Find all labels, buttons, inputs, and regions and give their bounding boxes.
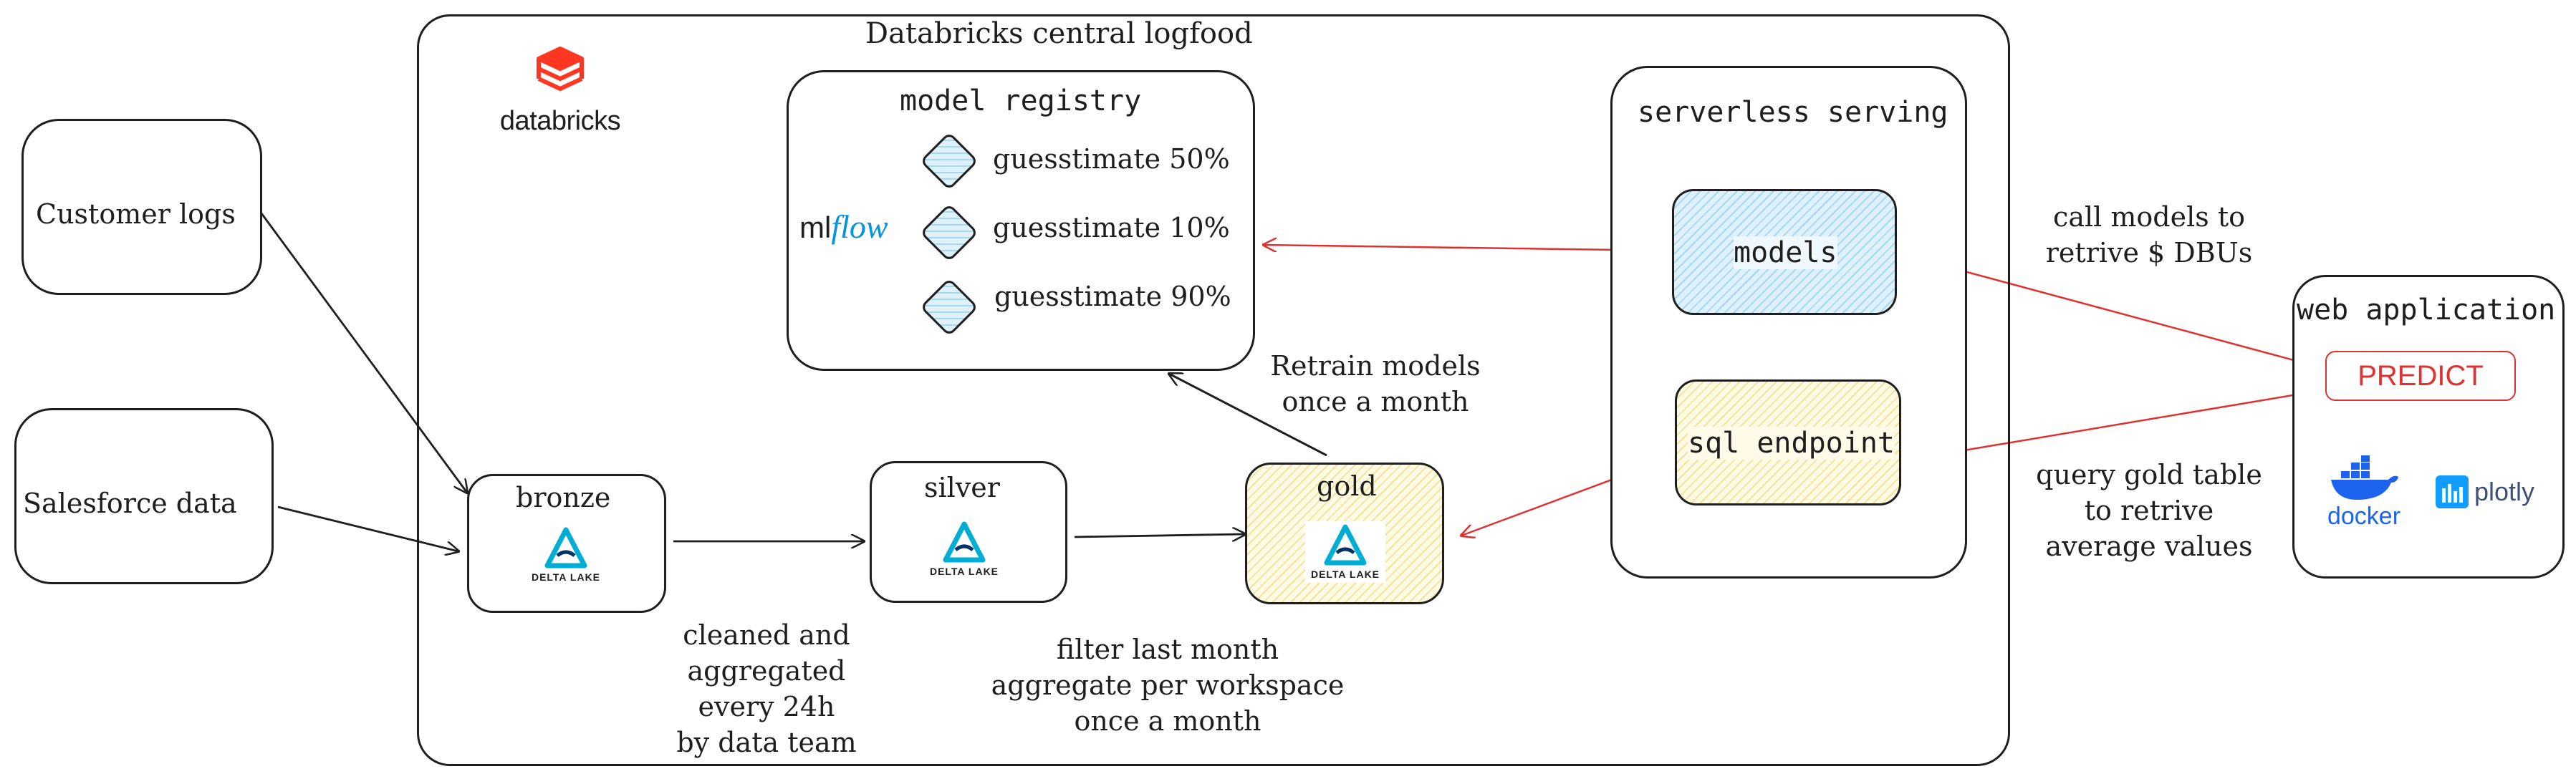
model-diamond-icon bbox=[919, 277, 979, 337]
bronze-delta-text: DELTA LAKE bbox=[531, 571, 601, 583]
docker-logo: docker bbox=[2321, 455, 2407, 531]
note-cleaned-line: by data team bbox=[676, 727, 857, 759]
registry-model-2: guesstimate 10% bbox=[918, 202, 1262, 263]
registry-model-3: guesstimate 90% bbox=[918, 276, 1262, 337]
note-call-line: call models to bbox=[2053, 201, 2245, 233]
databricks-logo: databricks bbox=[481, 46, 639, 139]
model-diamond-icon bbox=[919, 131, 979, 191]
note-cleaned-line: every 24h bbox=[698, 691, 835, 723]
delta-lake-icon bbox=[943, 521, 986, 563]
customer-logs-node bbox=[21, 119, 262, 295]
silver-delta-logo: DELTA LAKE bbox=[924, 521, 1004, 577]
delta-lake-icon bbox=[1324, 524, 1367, 566]
mlflow-logo: mlflow bbox=[799, 208, 888, 246]
arrow-salesforce-to-bronze bbox=[277, 505, 458, 551]
databricks-mark-icon bbox=[537, 47, 584, 91]
databricks-frame bbox=[417, 14, 2010, 766]
plotly-logo: plotly bbox=[2436, 475, 2534, 508]
arrow-gold-to-registry bbox=[1169, 374, 1327, 457]
note-filter: filter last month aggregate per workspac… bbox=[974, 632, 1361, 739]
docker-wordmark: docker bbox=[2327, 503, 2401, 530]
note-query-line: query gold table bbox=[2036, 459, 2262, 490]
bronze-node bbox=[467, 474, 666, 613]
arrow-silver-to-gold bbox=[1074, 534, 1245, 537]
gold-label: gold bbox=[1317, 470, 1377, 502]
arrow-predict-to-sql bbox=[1926, 388, 2327, 457]
note-filter-line: filter last month bbox=[1056, 634, 1279, 665]
silver-label: silver bbox=[924, 472, 1000, 503]
note-retrain-line: Retrain models bbox=[1270, 350, 1481, 382]
serving-sql-label: sql endpoint bbox=[1688, 427, 1895, 460]
frame-title: Databricks central logfood bbox=[865, 17, 1253, 50]
delta-lake-icon bbox=[544, 527, 587, 568]
plotly-wordmark: plotly bbox=[2474, 477, 2535, 506]
web-application-node bbox=[2292, 275, 2565, 579]
salesforce-node bbox=[14, 408, 274, 584]
note-query-line: average values bbox=[2045, 531, 2253, 563]
note-call-line: retrive $ DBUs bbox=[2045, 237, 2253, 269]
mlflow-flow: flow bbox=[831, 208, 888, 245]
gold-delta-logo: DELTA LAKE bbox=[1305, 521, 1385, 583]
serverless-serving-title: serverless serving bbox=[1638, 96, 1948, 129]
gold-delta-text: DELTA LAKE bbox=[1310, 568, 1380, 580]
serving-models-label: models bbox=[1734, 236, 1837, 269]
customer-logs-label: Customer logs bbox=[36, 198, 236, 230]
note-query-line: to retrive bbox=[2084, 495, 2214, 527]
arrow-predict-to-models bbox=[1914, 258, 2329, 371]
databricks-wordmark: databricks bbox=[499, 106, 621, 136]
note-filter-line: aggregate per workspace bbox=[991, 669, 1345, 702]
registry-model-label: guesstimate 90% bbox=[994, 281, 1231, 312]
note-filter-line: once a month bbox=[1074, 705, 1261, 737]
web-application-title: web application bbox=[2297, 294, 2556, 326]
registry-model-label: guesstimate 50% bbox=[993, 143, 1230, 175]
silver-delta-text: DELTA LAKE bbox=[929, 566, 999, 577]
model-registry-node bbox=[787, 70, 1255, 371]
docker-whale-icon bbox=[2331, 455, 2398, 500]
note-retrain-line: once a month bbox=[1282, 386, 1469, 418]
note-retrain: Retrain models once a month bbox=[1261, 348, 1490, 420]
plotly-icon bbox=[2436, 475, 2469, 508]
note-cleaned: cleaned and aggregated every 24h by data… bbox=[645, 617, 888, 761]
mlflow-ml: ml bbox=[799, 211, 832, 244]
arrow-models-to-registry bbox=[1264, 245, 1668, 251]
registry-model-label: guesstimate 10% bbox=[993, 212, 1230, 243]
note-cleaned-line: aggregated bbox=[687, 655, 846, 687]
note-call-models: call models to retrive $ DBUs bbox=[2027, 199, 2271, 271]
predict-button[interactable]: PREDICT bbox=[2325, 351, 2516, 401]
salesforce-label: Salesforce data bbox=[23, 488, 237, 519]
bronze-label: bronze bbox=[516, 482, 611, 513]
model-diamond-icon bbox=[919, 203, 979, 263]
note-cleaned-line: cleaned and bbox=[683, 619, 850, 651]
model-registry-title: model registry bbox=[900, 84, 1142, 117]
bronze-delta-logo: DELTA LAKE bbox=[526, 527, 606, 583]
note-query-gold: query gold table to retrive average valu… bbox=[2020, 457, 2278, 564]
registry-model-1: guesstimate 50% bbox=[918, 130, 1262, 191]
arrow-customer-to-bronze bbox=[260, 213, 467, 493]
